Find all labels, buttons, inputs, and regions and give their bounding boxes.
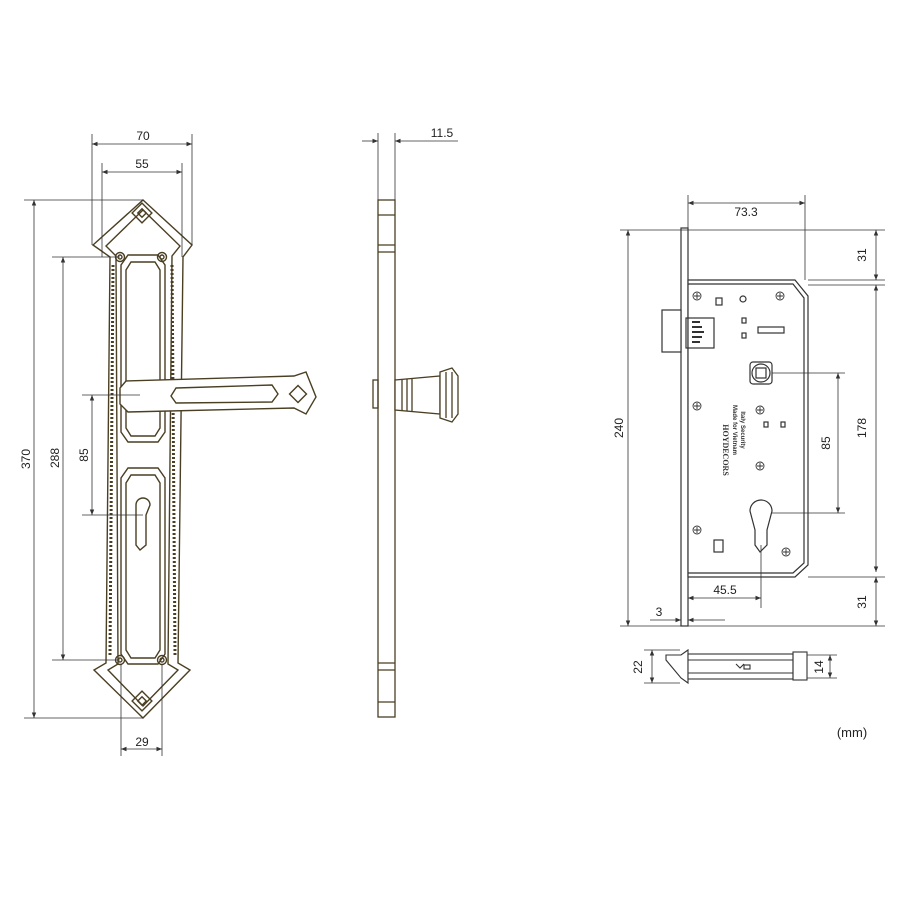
dim-screw-spacing: 288 <box>48 448 62 468</box>
latch-head <box>665 648 689 685</box>
latch-dimensions <box>644 649 837 684</box>
dim-inner-width: 55 <box>135 157 149 171</box>
screw-top-right <box>156 251 168 263</box>
cylinder-hole <box>749 499 773 553</box>
faceplate <box>680 227 689 627</box>
side-view <box>372 199 459 718</box>
dim-latch-tip: 14 <box>812 660 826 674</box>
dim-faceplate: 3 <box>656 605 663 619</box>
dim-key-backset: 45.5 <box>713 583 737 597</box>
dim-top-offset: 31 <box>855 248 869 262</box>
units-label: (mm) <box>837 725 867 740</box>
dim-thickness: 11.5 <box>431 126 454 140</box>
side-rosette <box>439 367 459 423</box>
lower-panel <box>120 467 166 665</box>
lock-made-label: Made for Vietnam <box>731 405 737 455</box>
dim-bottom-offset: 31 <box>855 595 869 609</box>
bead-right <box>170 264 177 656</box>
dim-handle-to-key: 85 <box>77 448 91 462</box>
lock-dimensions <box>620 195 885 627</box>
dim-center-distance: 85 <box>819 436 833 450</box>
dim-latch-height: 22 <box>631 660 645 674</box>
front-view <box>91 199 317 719</box>
dim-overall-width: 70 <box>136 129 150 143</box>
top-diamond <box>131 202 153 224</box>
latch-bolt <box>661 309 682 353</box>
lock-case <box>687 279 809 578</box>
bead-left <box>108 264 115 656</box>
side-dimensions <box>362 133 458 200</box>
dim-backset: 73.3 <box>734 205 758 219</box>
dim-case-inner: 178 <box>855 418 869 438</box>
dim-overall-height: 370 <box>19 449 33 469</box>
keyhole <box>135 497 151 551</box>
dim-bottom-width: 29 <box>135 735 149 749</box>
lever-handle <box>119 371 317 415</box>
latch-case <box>687 653 794 680</box>
lock-brand-label: HOYDECORS <box>721 424 730 476</box>
bottom-diamond <box>131 690 153 712</box>
front-dimensions <box>24 134 193 756</box>
lock-security-label: Italy Security <box>739 411 745 449</box>
plate-inner-border <box>105 209 181 708</box>
side-plate <box>377 199 396 718</box>
lock-body <box>661 227 809 627</box>
plate-outline <box>91 199 193 719</box>
latch-view <box>665 648 808 685</box>
dim-case-height: 240 <box>612 418 626 438</box>
